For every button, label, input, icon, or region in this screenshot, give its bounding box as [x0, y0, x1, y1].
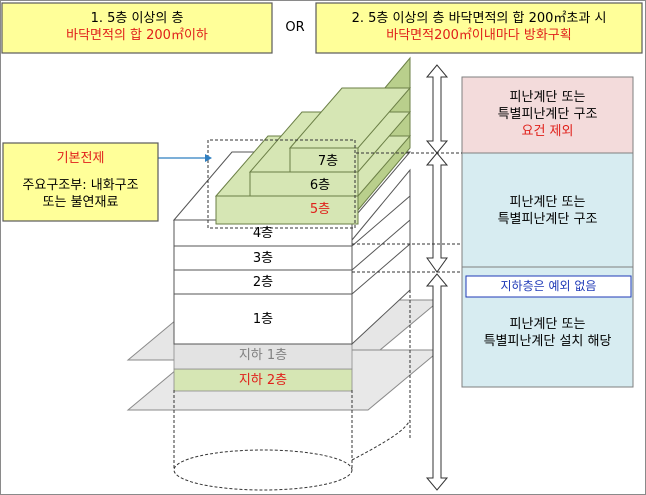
basement-1-label: 지하 1층 [238, 348, 288, 363]
middle-panel-text: 피난계단 또는 특별피난계단 구조 [462, 194, 633, 228]
premise-text: 기본전제 주요구조부: 내화구조 또는 불연재료 [3, 150, 158, 211]
note-box [465, 275, 632, 298]
middle-panel-line2: 특별피난계단 구조 [497, 212, 598, 227]
top-panel-line1: 피난계단 또는 [509, 90, 586, 105]
upper-floors-dashed-frame [207, 139, 356, 229]
arrow-lower [425, 273, 449, 491]
floor-2-edge [351, 219, 411, 271]
floor-5-block [215, 195, 359, 225]
floor-1-slab [173, 293, 353, 345]
header-right-text: 2. 5층 이상의 층 바닥면적의 합 200㎡초과 시 바닥면적200㎡이내마… [316, 10, 642, 44]
or-label: OR [285, 20, 305, 35]
floor-2-slab [173, 269, 353, 295]
basement-2-label: 지하 2층 [238, 373, 288, 388]
basement-1-band [173, 343, 353, 370]
premise-box [2, 142, 159, 222]
header-left-text: 1. 5층 이상의 층 바닥면적의 합 200㎡이하 [2, 10, 272, 44]
top-panel-line3: 요건 제외 [521, 124, 574, 139]
floor-7-label: 7층 [317, 154, 339, 169]
foundation-ellipse [173, 449, 353, 491]
premise-line2: 또는 불연재료 [42, 195, 119, 210]
premise-connector-arrowhead [205, 154, 212, 162]
floor-1-edge [351, 243, 411, 295]
floor-1-label: 1층 [252, 312, 274, 327]
top-panel-box [461, 76, 634, 154]
header-left-box [1, 2, 273, 54]
floor-3-slab [173, 245, 353, 271]
floor-6-block [249, 171, 359, 197]
bottom-panel-line2: 특별피난계단 설치 해당 [483, 334, 612, 349]
header-right-line2: 바닥면적200㎡이내마다 방화구획 [386, 28, 572, 43]
header-left-line2: 바닥면적의 합 200㎡이하 [66, 28, 208, 43]
floor-7-block [289, 147, 359, 173]
floor-3-edge [351, 195, 411, 247]
note-text: 지하층은 예외 없음 [500, 279, 597, 293]
header-left-line1: 1. 5층 이상의 층 [90, 11, 184, 26]
bottom-panel-line1: 피난계단 또는 [509, 317, 586, 332]
floor-3-label: 3층 [252, 251, 274, 266]
middle-panel-box [461, 152, 634, 268]
foundation-dashed-lines [173, 290, 411, 470]
bottom-panel-text: 피난계단 또는 특별피난계단 설치 해당 [462, 316, 633, 350]
header-right-box [315, 2, 643, 54]
arrow-middle [425, 152, 449, 273]
top-panel-text: 피난계단 또는 특별피난계단 구조 요건 제외 [462, 89, 633, 140]
arrow-upper [425, 64, 449, 154]
floor-5-label: 5층 [309, 202, 331, 217]
top-panel-line2: 특별피난계단 구조 [497, 107, 598, 122]
premise-line1: 주요구조부: 내화구조 [22, 178, 139, 193]
header-right-line1: 2. 5층 이상의 층 바닥면적의 합 200㎡초과 시 [351, 11, 607, 26]
floor-4-label: 4층 [252, 226, 274, 241]
foundation-curve [351, 419, 411, 461]
middle-panel-line1: 피난계단 또는 [509, 195, 586, 210]
floor-6-label: 6층 [309, 178, 331, 193]
premise-title: 기본전제 [56, 151, 105, 166]
floor-2-label: 2층 [252, 275, 274, 290]
